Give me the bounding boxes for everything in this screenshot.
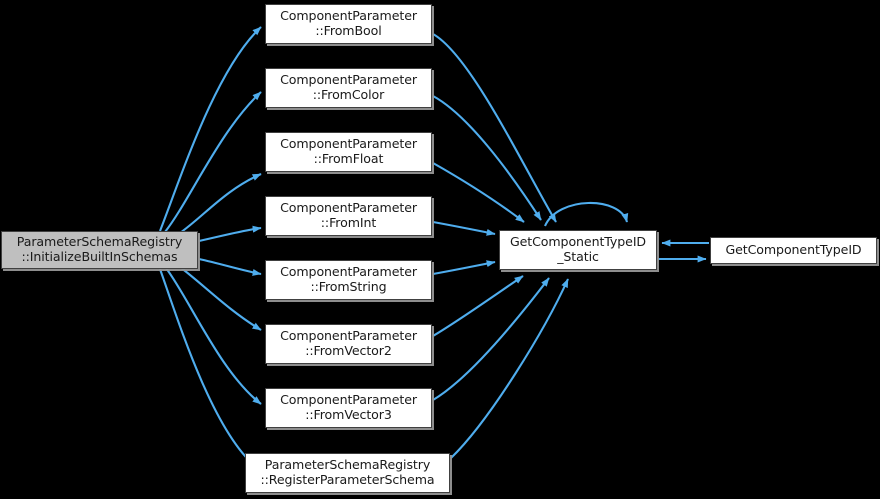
edge-from-float-to-get-type-id-static: [432, 162, 525, 223]
node-get-component-type-id-static[interactable]: GetComponentTypeID _Static: [499, 230, 657, 270]
node-label: ComponentParameter ::FromBool: [280, 8, 417, 38]
edge-get-type-id-static-self-loop: [544, 201, 629, 227]
edge-register-schema-to-get-type-id-static: [450, 278, 569, 459]
node-label: ComponentParameter ::FromString: [280, 264, 417, 294]
edge-from-bool-to-get-type-id-static: [432, 33, 557, 223]
edge-from-string-to-get-type-id-static: [432, 260, 496, 276]
node-component-parameter-from-vector3[interactable]: ComponentParameter ::FromVector3: [265, 388, 432, 428]
node-label: ParameterSchemaRegistry ::InitializeBuil…: [16, 234, 183, 264]
node-get-component-type-id[interactable]: GetComponentTypeID: [710, 237, 877, 264]
node-component-parameter-from-int[interactable]: ComponentParameter ::FromInt: [265, 196, 432, 236]
node-label: ParameterSchemaRegistry ::RegisterParame…: [260, 457, 435, 487]
node-label: ComponentParameter ::FromColor: [280, 72, 417, 102]
edge-initialize-to-from-vector3: [165, 267, 262, 405]
node-component-parameter-from-string[interactable]: ComponentParameter ::FromString: [265, 260, 432, 300]
node-register-parameter-schema[interactable]: ParameterSchemaRegistry ::RegisterParame…: [245, 453, 450, 493]
edge-initialize-to-from-color: [164, 91, 262, 233]
edge-initialize-to-from-bool: [159, 26, 262, 232]
node-label: ComponentParameter ::FromInt: [280, 200, 417, 230]
edge-initialize-to-from-string: [198, 257, 262, 276]
node-component-parameter-from-vector2[interactable]: ComponentParameter ::FromVector2: [265, 324, 432, 364]
edge-from-color-to-get-type-id-static: [432, 95, 542, 221]
node-label: GetComponentTypeID: [725, 242, 862, 258]
edge-from-int-to-get-type-id-static: [432, 220, 496, 236]
node-label: ComponentParameter ::FromFloat: [280, 136, 417, 166]
edge-initialize-to-from-float: [179, 173, 262, 234]
edge-initialize-to-from-vector2: [179, 266, 262, 331]
node-label: ComponentParameter ::FromVector3: [280, 392, 417, 422]
node-initialize-built-in-schemas[interactable]: ParameterSchemaRegistry ::InitializeBuil…: [1, 231, 198, 269]
edge-initialize-to-from-int: [198, 225, 262, 243]
node-label: GetComponentTypeID _Static: [509, 234, 647, 264]
node-component-parameter-from-color[interactable]: ComponentParameter ::FromColor: [265, 68, 432, 108]
node-component-parameter-from-bool[interactable]: ComponentParameter ::FromBool: [265, 4, 432, 44]
edge-initialize-to-register-schema: [159, 268, 257, 468]
node-label: ComponentParameter ::FromVector2: [280, 328, 417, 358]
node-component-parameter-from-float[interactable]: ComponentParameter ::FromFloat: [265, 132, 432, 172]
edge-from-vector3-to-get-type-id-static: [432, 277, 550, 401]
edge-from-vector2-to-get-type-id-static: [432, 275, 524, 337]
